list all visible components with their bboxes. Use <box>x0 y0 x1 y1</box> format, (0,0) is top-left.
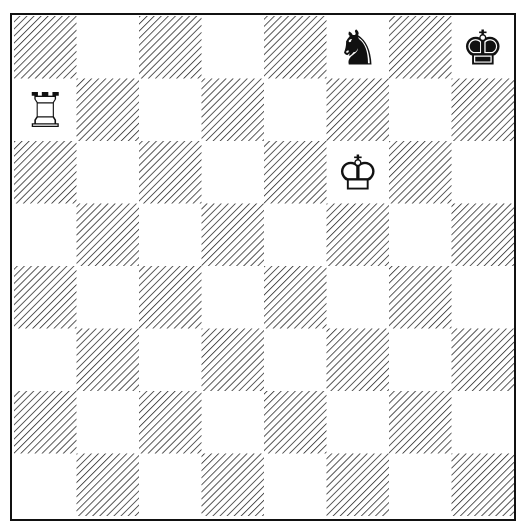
square-c7[interactable] <box>139 79 202 142</box>
square-d4[interactable] <box>202 266 265 329</box>
square-a2[interactable] <box>14 391 77 454</box>
square-e7[interactable] <box>264 79 327 142</box>
square-b2[interactable] <box>77 391 140 454</box>
square-e1[interactable] <box>264 454 327 517</box>
square-c3[interactable] <box>139 329 202 392</box>
square-e6[interactable] <box>264 141 327 204</box>
square-a8[interactable] <box>14 16 77 79</box>
square-f2[interactable] <box>327 391 390 454</box>
white-rook-icon[interactable]: ♖ <box>24 83 67 139</box>
square-d5[interactable] <box>202 204 265 267</box>
square-b1[interactable] <box>77 454 140 517</box>
square-e5[interactable] <box>264 204 327 267</box>
square-f7[interactable] <box>327 79 390 142</box>
square-g4[interactable] <box>389 266 452 329</box>
square-c1[interactable] <box>139 454 202 517</box>
board-squares <box>14 16 514 516</box>
square-a4[interactable] <box>14 266 77 329</box>
square-a6[interactable] <box>14 141 77 204</box>
square-b5[interactable] <box>77 204 140 267</box>
square-e8[interactable] <box>264 16 327 79</box>
white-king-icon[interactable]: ♔ <box>336 145 379 201</box>
square-c6[interactable] <box>139 141 202 204</box>
black-knight-icon[interactable]: ♞ <box>336 20 379 76</box>
square-d6[interactable] <box>202 141 265 204</box>
square-h1[interactable] <box>452 454 515 517</box>
square-a1[interactable] <box>14 454 77 517</box>
square-g6[interactable] <box>389 141 452 204</box>
square-d3[interactable] <box>202 329 265 392</box>
square-c4[interactable] <box>139 266 202 329</box>
square-e4[interactable] <box>264 266 327 329</box>
square-h3[interactable] <box>452 329 515 392</box>
square-f3[interactable] <box>327 329 390 392</box>
black-king-icon[interactable]: ♚ <box>461 20 504 76</box>
square-d7[interactable] <box>202 79 265 142</box>
square-g1[interactable] <box>389 454 452 517</box>
square-h7[interactable] <box>452 79 515 142</box>
square-f1[interactable] <box>327 454 390 517</box>
square-f5[interactable] <box>327 204 390 267</box>
square-a3[interactable] <box>14 329 77 392</box>
square-g8[interactable] <box>389 16 452 79</box>
square-c5[interactable] <box>139 204 202 267</box>
square-g3[interactable] <box>389 329 452 392</box>
square-d2[interactable] <box>202 391 265 454</box>
square-b4[interactable] <box>77 266 140 329</box>
square-c8[interactable] <box>139 16 202 79</box>
square-b3[interactable] <box>77 329 140 392</box>
square-d1[interactable] <box>202 454 265 517</box>
square-f4[interactable] <box>327 266 390 329</box>
square-b6[interactable] <box>77 141 140 204</box>
square-b7[interactable] <box>77 79 140 142</box>
square-d8[interactable] <box>202 16 265 79</box>
square-c2[interactable] <box>139 391 202 454</box>
square-a5[interactable] <box>14 204 77 267</box>
square-h5[interactable] <box>452 204 515 267</box>
square-b8[interactable] <box>77 16 140 79</box>
square-g7[interactable] <box>389 79 452 142</box>
square-g5[interactable] <box>389 204 452 267</box>
square-e2[interactable] <box>264 391 327 454</box>
square-h2[interactable] <box>452 391 515 454</box>
square-e3[interactable] <box>264 329 327 392</box>
square-h6[interactable] <box>452 141 515 204</box>
square-g2[interactable] <box>389 391 452 454</box>
square-h4[interactable] <box>452 266 515 329</box>
